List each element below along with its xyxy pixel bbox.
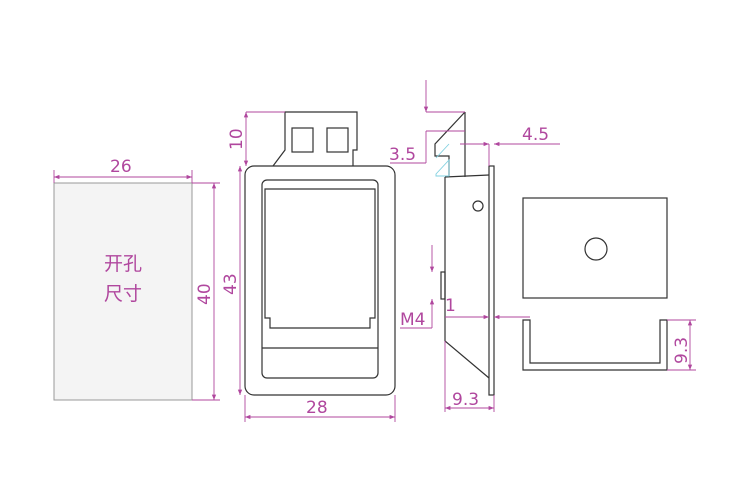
cutout-rect <box>53 182 193 401</box>
dim-text-26: 26 <box>110 157 132 177</box>
dim-text-10: 10 <box>227 128 247 150</box>
dim-text-channel-9-3: 9.3 <box>672 337 692 364</box>
dim-text-m4: M4 <box>400 310 425 330</box>
dim-text-9-3: 9.3 <box>452 390 479 410</box>
dim-text-28: 28 <box>306 398 328 418</box>
dim-text-3-5: 3.5 <box>389 145 416 165</box>
side-view: 3.5 4.5 M4 1 9.3 <box>389 80 560 412</box>
channel-view: 9.3 <box>522 197 696 371</box>
dim-text-40: 40 <box>195 283 215 305</box>
front-view: 10 43 28 <box>221 111 396 422</box>
cutout-view: 开孔 尺寸 26 40 <box>53 157 220 401</box>
cutout-label-1: 开孔 <box>104 253 142 275</box>
cutout-label-2: 尺寸 <box>104 283 142 305</box>
dim-text-1: 1 <box>445 296 456 316</box>
dim-text-43: 43 <box>221 273 241 295</box>
dim-text-4-5: 4.5 <box>522 125 549 145</box>
